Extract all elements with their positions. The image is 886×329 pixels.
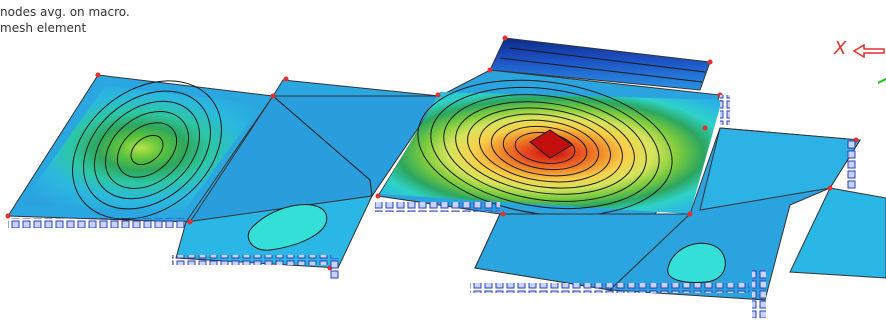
support-markers xyxy=(8,95,857,318)
axis-triad: X xyxy=(830,38,886,98)
y-axis-arrow-icon xyxy=(878,77,886,84)
x-axis-label: X xyxy=(834,38,847,59)
panel-top-strip xyxy=(489,37,711,91)
result-caption-line-1: nodes avg. on macro. xyxy=(0,5,130,19)
panel-b[interactable] xyxy=(175,79,441,269)
panel-d[interactable] xyxy=(608,127,886,301)
result-caption-line-2: mesh element xyxy=(0,21,87,35)
x-axis-arrow-icon xyxy=(852,44,885,58)
panel-c[interactable] xyxy=(377,65,722,291)
node-markers xyxy=(5,35,859,271)
